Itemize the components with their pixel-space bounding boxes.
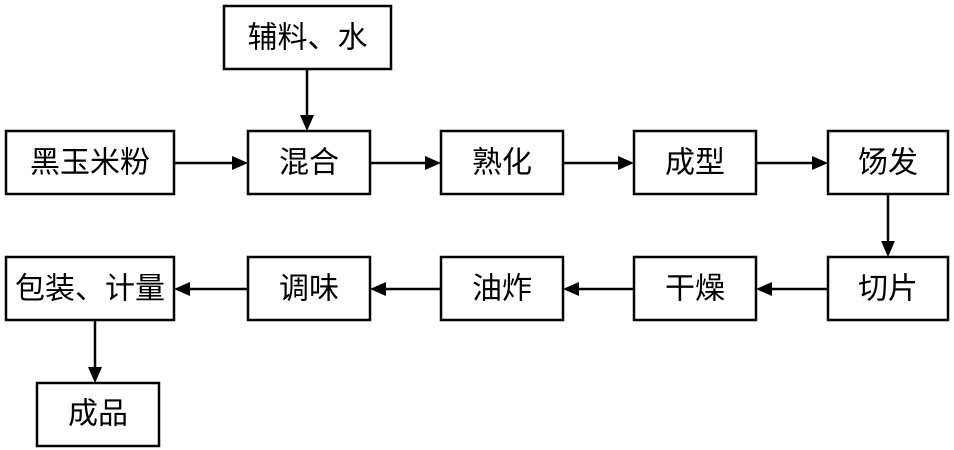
node-forming-label: 成型 — [665, 146, 725, 181]
node-black-corn-flour: 黑玉米粉 — [4, 129, 176, 196]
arrow-slicing-to-drying — [756, 282, 828, 296]
node-aging-label: 饧发 — [858, 146, 918, 181]
arrow-forming-to-aging — [756, 156, 828, 170]
node-drying: 干燥 — [632, 255, 758, 322]
node-drying-label: 干燥 — [665, 272, 725, 307]
node-mixing: 混合 — [246, 129, 372, 196]
node-black-corn-flour-label: 黑玉米粉 — [30, 146, 150, 181]
node-frying-label: 油炸 — [472, 272, 532, 307]
arrow-auxiliary-to-mixing — [300, 69, 314, 131]
node-seasoning-label: 调味 — [279, 272, 339, 307]
node-seasoning: 调味 — [246, 255, 372, 322]
arrow-drying-to-frying — [563, 282, 634, 296]
arrow-packaging-to-finished — [88, 320, 102, 383]
node-slicing-label: 切片 — [858, 272, 918, 307]
node-packaging-metering: 包装、计量 — [4, 255, 176, 322]
arrow-curing-to-forming — [563, 156, 634, 170]
arrow-aging-to-slicing — [881, 194, 895, 257]
node-aging: 饧发 — [826, 129, 950, 196]
arrow-flour-to-mixing — [174, 156, 248, 170]
node-curing-label: 熟化 — [472, 146, 532, 181]
arrow-mixing-to-curing — [370, 156, 441, 170]
node-auxiliary-water-label: 辅料、水 — [248, 21, 368, 56]
node-auxiliary-water: 辅料、水 — [222, 4, 393, 71]
arrow-frying-to-seasoning — [370, 282, 441, 296]
node-forming: 成型 — [632, 129, 758, 196]
node-packaging-metering-label: 包装、计量 — [15, 272, 165, 307]
node-slicing: 切片 — [826, 255, 950, 322]
node-finished-product: 成品 — [35, 381, 161, 448]
node-frying: 油炸 — [439, 255, 565, 322]
arrow-seasoning-to-packaging — [174, 282, 248, 296]
node-curing: 熟化 — [439, 129, 565, 196]
node-mixing-label: 混合 — [279, 146, 339, 181]
node-finished-product-label: 成品 — [68, 397, 128, 432]
